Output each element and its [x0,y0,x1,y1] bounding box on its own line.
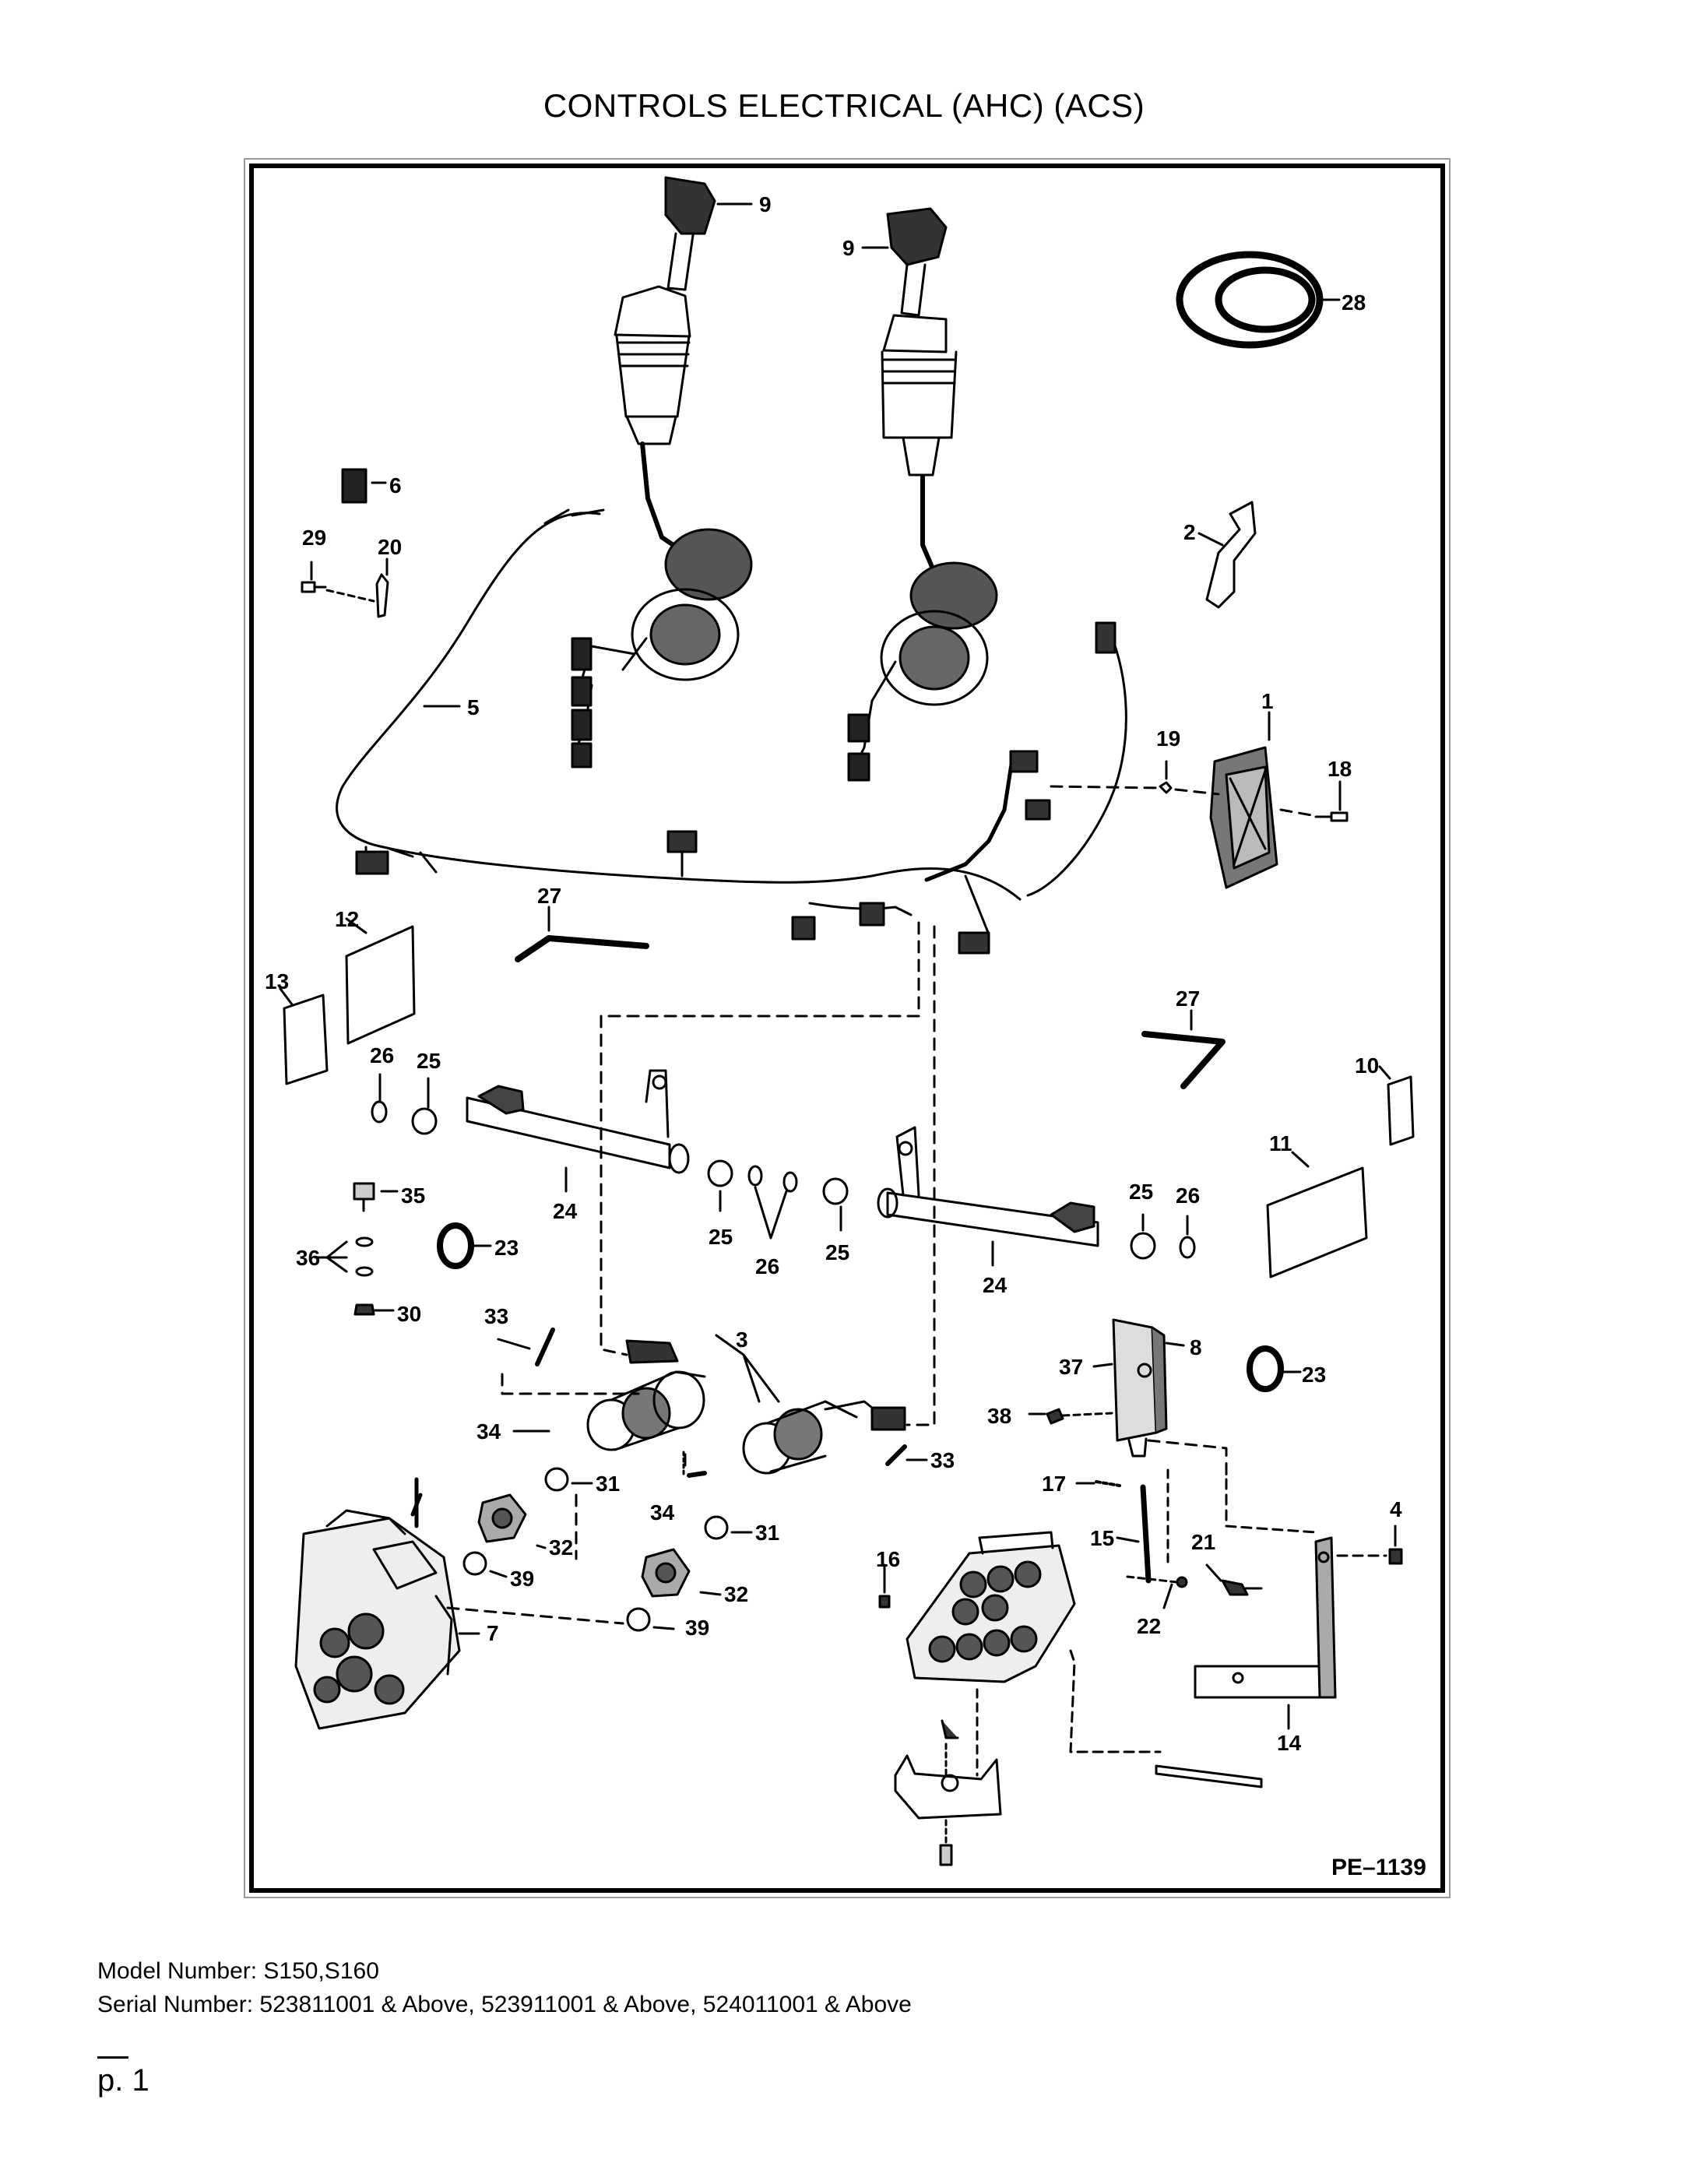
callout-labels: 9 9 28 6 2 29 20 5 1 19 18 27 12 13 27 2… [265,192,1426,1880]
foot-pedal-drawing [878,1531,1263,1866]
callout-28: 28 [1342,290,1366,315]
left-shaft-drawing [371,1069,849,1240]
callout-38: 38 [987,1404,1011,1428]
callout-34-right: 34 [650,1500,675,1525]
callout-20: 20 [378,535,402,559]
callout-13: 13 [265,969,289,994]
callout-1: 1 [1261,689,1274,713]
callout-17: 17 [1042,1472,1066,1496]
callout-10: 10 [1355,1053,1379,1078]
callout-33-left: 33 [484,1304,508,1328]
valve-drawing [294,1477,480,1730]
right-joystick-drawing [847,207,998,782]
callout-2: 2 [1183,520,1196,544]
callout-4: 4 [1390,1497,1402,1521]
callout-39-right: 39 [685,1616,709,1640]
bracket-drawing [1126,1478,1403,1730]
small-hardware-drawing [301,468,389,618]
callout-7: 7 [487,1621,499,1645]
diagram-frame-outer [244,158,1451,1898]
callout-26-mid: 26 [755,1254,779,1278]
page-number: p. 1 [97,2063,149,2098]
serial-number: Serial Number: 523811001 & Above, 523911… [97,1992,912,2017]
callout-34-left: 34 [477,1419,501,1444]
callout-9-left: 9 [759,192,772,216]
callout-15: 15 [1090,1526,1114,1550]
callout-39-left: 39 [510,1567,534,1591]
callout-11: 11 [1269,1131,1292,1155]
callout-24-left: 24 [553,1199,578,1223]
callout-29: 29 [302,526,326,550]
callout-9-right: 9 [842,236,855,260]
decal-drawing [279,917,1415,1278]
callout-5: 5 [467,695,480,719]
callout-35: 35 [401,1183,425,1208]
callout-27-left: 27 [537,884,561,908]
pedal-switch-drawing [1028,1318,1185,1584]
callout-30: 30 [397,1302,421,1326]
wire-harness-drawing [336,508,1127,955]
callout-3: 3 [736,1328,748,1352]
callout-26-left: 26 [370,1043,394,1067]
coiled-cable-drawing [1176,251,1341,349]
controller-drawing [1050,501,1349,889]
callout-25-mid2: 25 [825,1240,849,1264]
callout-16: 16 [876,1547,900,1571]
callout-19: 19 [1156,726,1180,751]
callout-8: 8 [1190,1335,1202,1359]
callout-21: 21 [1191,1530,1215,1554]
figure-id: PE–1139 [1331,1855,1426,1880]
callout-26-right: 26 [1176,1183,1200,1208]
callout-22: 22 [1137,1614,1161,1638]
callout-6: 6 [389,473,402,498]
callout-33-right: 33 [930,1448,955,1472]
callout-32-right: 32 [724,1582,748,1606]
callout-32-left: 32 [549,1535,573,1560]
solenoid-drawing [462,1328,928,1632]
callout-27-right: 27 [1176,986,1200,1011]
callout-24-right: 24 [983,1273,1008,1297]
callout-36: 36 [296,1246,320,1270]
hex-key-drawing [515,906,1226,1089]
dashed-routing [446,921,1228,1625]
callout-25-mid1: 25 [709,1225,733,1249]
page-rule [97,2056,128,2059]
callout-37: 37 [1059,1355,1083,1379]
callout-31-left: 31 [596,1472,620,1496]
callout-14: 14 [1277,1731,1302,1755]
callout-25-right: 25 [1129,1180,1153,1204]
callout-25-left: 25 [417,1049,441,1073]
callout-18: 18 [1328,757,1352,781]
callout-31-right: 31 [755,1521,779,1545]
left-joystick-drawing [571,176,753,768]
callout-23-left: 23 [494,1236,519,1260]
right-shaft-drawing [877,1126,1196,1267]
page-title: CONTROLS ELECTRICAL (AHC) (ACS) [543,87,1145,124]
fastener-drawing [314,1182,1302,1392]
model-number: Model Number: S150,S160 [97,1958,379,1984]
callout-12: 12 [335,907,359,931]
callout-23-right: 23 [1302,1363,1326,1387]
